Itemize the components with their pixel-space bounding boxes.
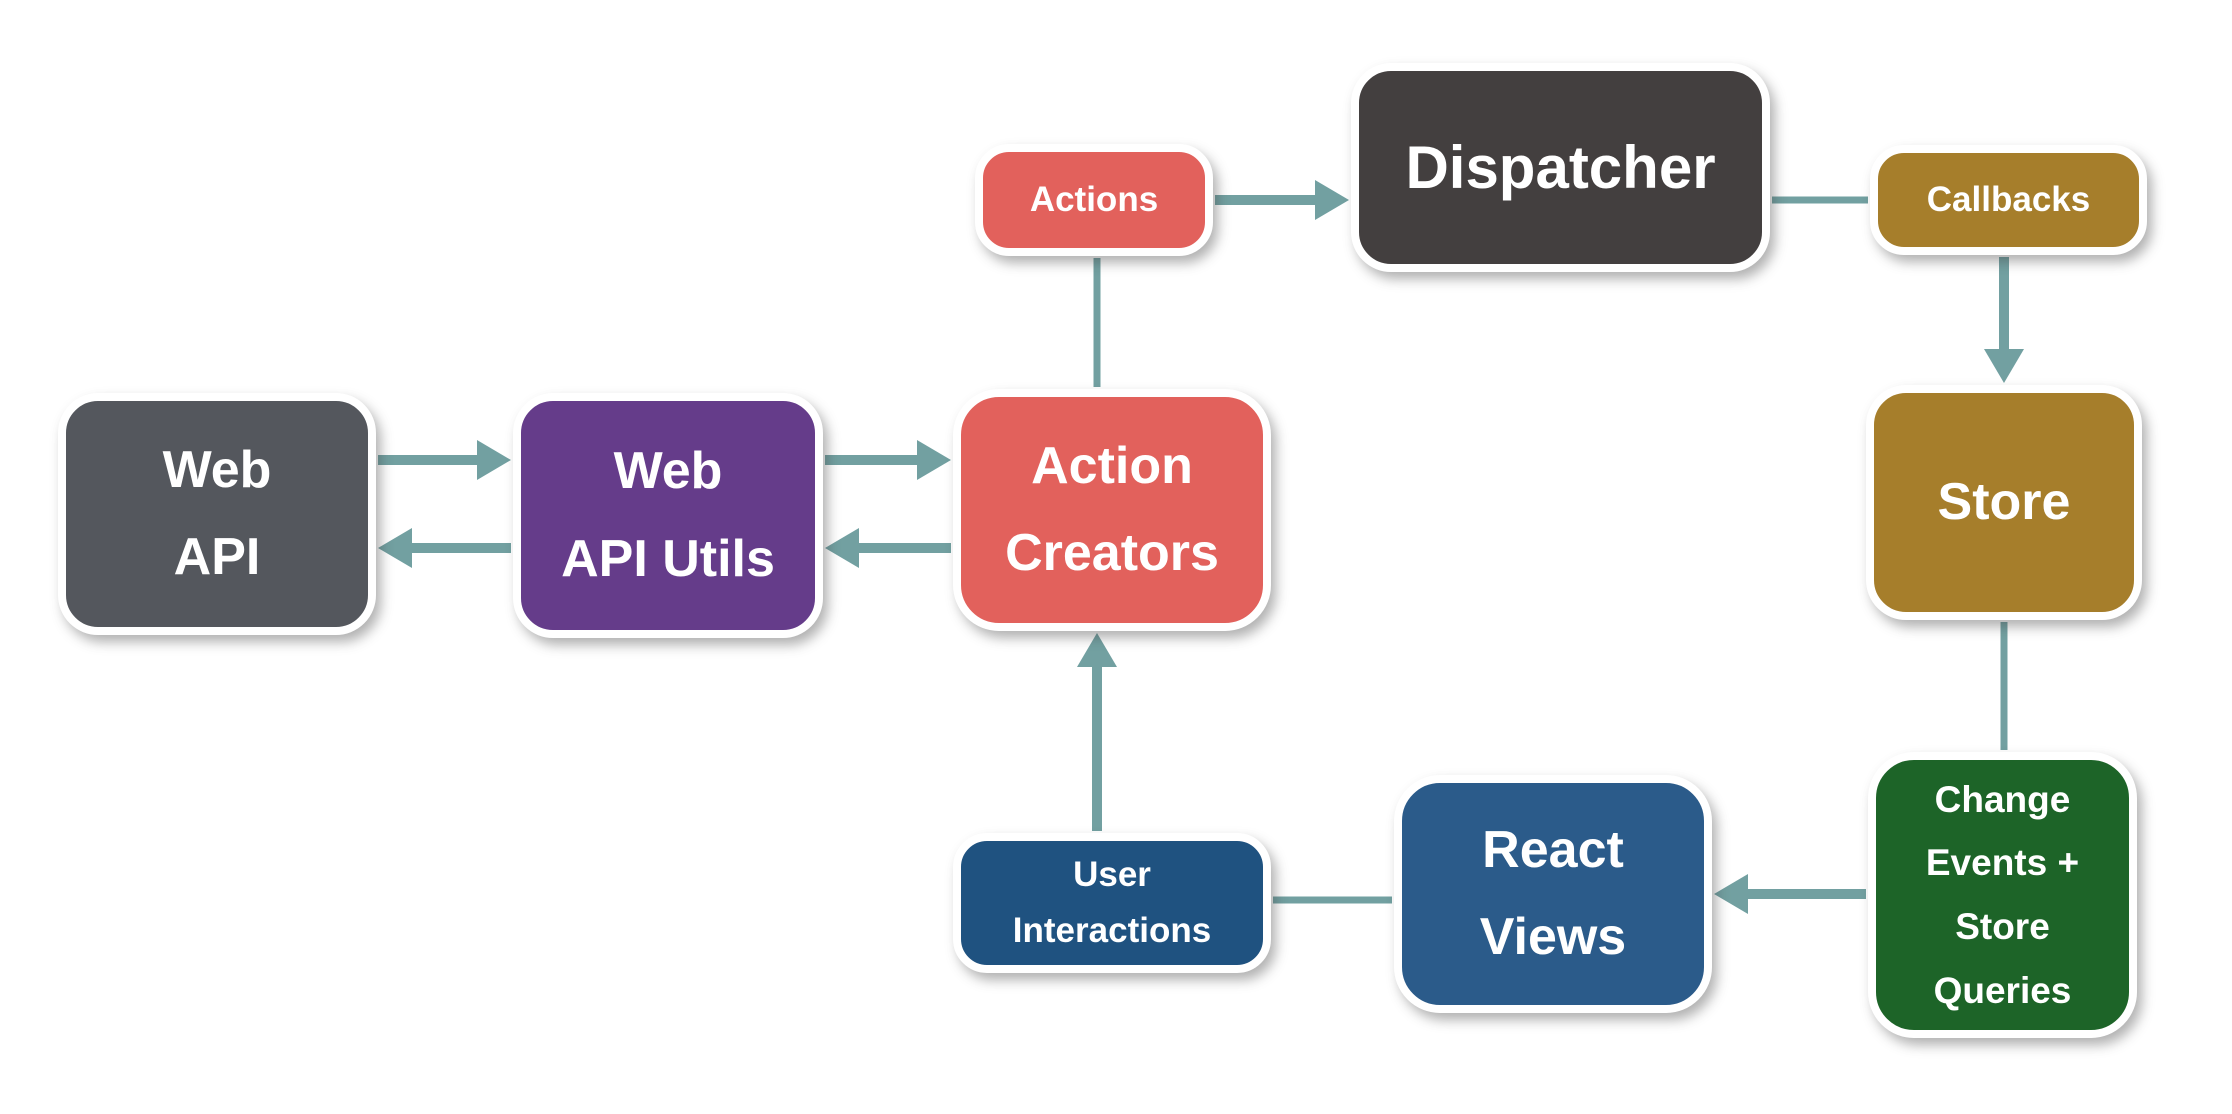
edge-callbacks-store-arrowhead-icon [1984,349,2024,383]
node-actions: Actions [975,144,1213,256]
node-callbacks-label: Callbacks [1926,180,2091,219]
edge-web_api-web_api_utils-arrowhead-icon [477,440,511,480]
edge-user_interactions-action_creators-arrowhead-icon [1077,633,1117,667]
edge-actions-dispatcher-arrowhead-icon [1315,180,1349,220]
edge-change_events-react_views-arrowhead-icon [1714,874,1748,914]
node-store: Store [1866,385,2142,620]
edge-web_api_utils-web_api-arrowhead-icon [378,528,412,568]
node-actions-label: Actions [1029,180,1159,219]
edge-action_creators-web_api_utils-arrowhead-icon [825,528,859,568]
edge-web_api_utils-action_creators-arrowhead-icon [917,440,951,480]
node-dispatcher: Dispatcher [1351,63,1770,272]
node-callbacks: Callbacks [1870,145,2147,255]
node-dispatcher-label: Dispatcher [1405,133,1716,201]
node-store-label: Store [1937,472,2071,531]
